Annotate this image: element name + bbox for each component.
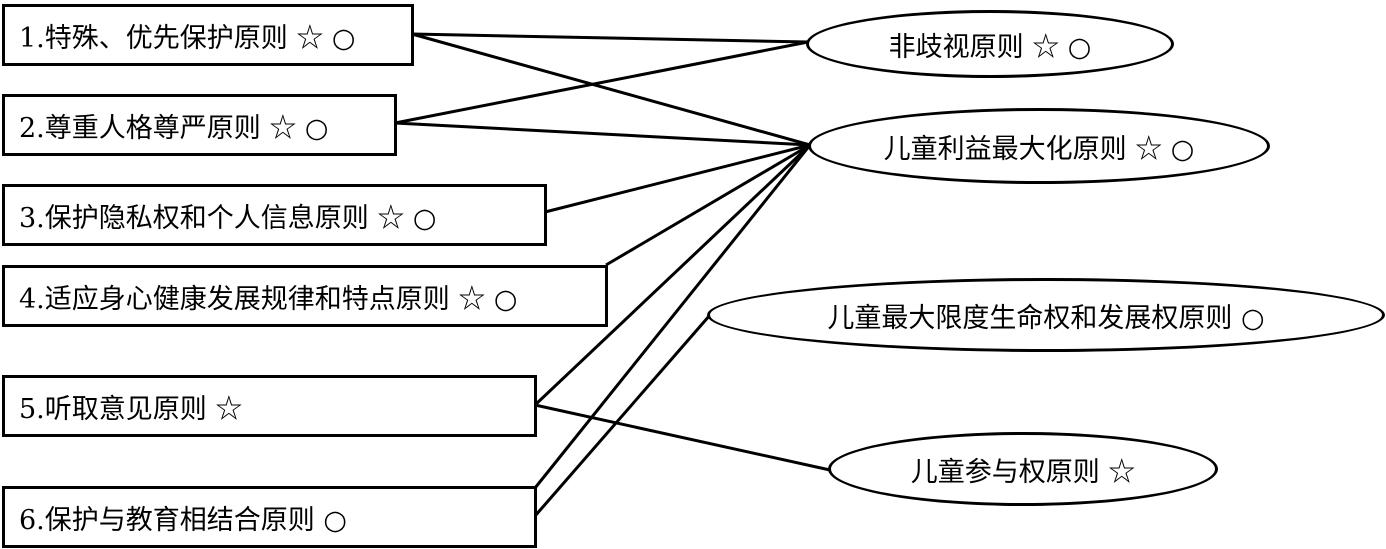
right-ellipse-3-label: 儿童最大限度生命权和发展权原则 ○ [827, 302, 1265, 334]
right-ellipse-1: 非歧视原则 ☆ ○ [806, 10, 1174, 78]
link-1-to-1 [411, 32, 809, 44]
left-box-4-label: 4.适应身心健康发展规律和特点原则 ☆ ○ [19, 283, 518, 315]
link-2-to-1 [394, 40, 809, 125]
left-box-2-label: 2.尊重人格尊严原则 ☆ ○ [19, 112, 329, 144]
link-3-to-2 [544, 143, 811, 214]
left-box-5-label: 5.听取意见原则 ☆ [19, 393, 243, 425]
left-box-4: 4.适应身心健康发展规律和特点原则 ☆ ○ [2, 265, 608, 327]
link-5-to-4 [534, 403, 831, 472]
right-ellipse-4: 儿童参与权原则 ☆ [828, 432, 1218, 506]
right-ellipse-2-label: 儿童利益最大化原则 ☆ ○ [883, 133, 1195, 165]
right-ellipse-2: 儿童利益最大化原则 ☆ ○ [808, 108, 1270, 184]
link-4-to-2 [605, 143, 811, 267]
left-box-1-label: 1.特殊、优先保护原则 ☆ ○ [19, 22, 356, 54]
left-box-1: 1.特殊、优先保护原则 ☆ ○ [2, 4, 414, 66]
right-ellipse-4-label: 儿童参与权原则 ☆ [910, 456, 1136, 488]
right-ellipse-3: 儿童最大限度生命权和发展权原则 ○ [707, 278, 1385, 352]
left-box-6: 6.保护与教育相结合原则 ○ [2, 486, 537, 548]
link-6-to-3 [533, 314, 712, 517]
left-box-5: 5.听取意见原则 ☆ [2, 375, 537, 437]
left-box-2: 2.尊重人格尊严原则 ☆ ○ [2, 94, 397, 156]
left-box-6-label: 6.保护与教育相结合原则 ○ [19, 504, 347, 536]
right-ellipse-1-label: 非歧视原则 ☆ ○ [888, 31, 1092, 63]
link-5-to-2 [533, 143, 812, 407]
link-2-to-2 [394, 121, 811, 147]
left-box-3: 3.保护隐私权和个人信息原则 ☆ ○ [2, 184, 547, 246]
link-1-to-2 [411, 32, 811, 147]
left-box-3-label: 3.保护隐私权和个人信息原则 ☆ ○ [19, 202, 437, 234]
link-6-to-2 [533, 144, 812, 489]
